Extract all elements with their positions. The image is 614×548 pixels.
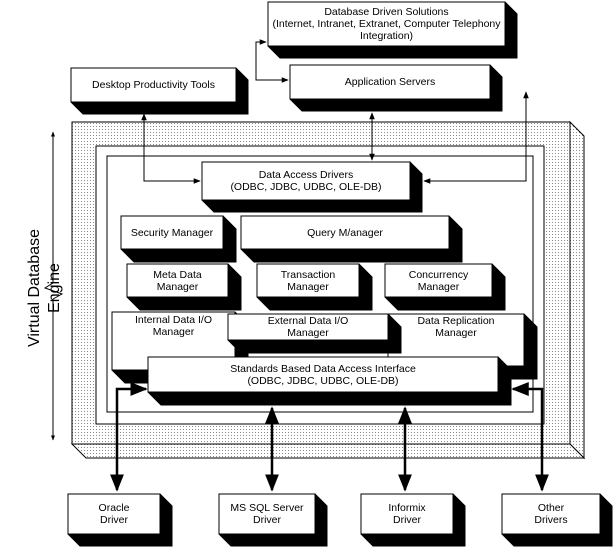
box-desktop-productivity-tools: Desktop Productivity Tools: [92, 79, 215, 91]
box-standards-based-interface: Standards Based Data Access Interface(OD…: [230, 362, 416, 387]
box-database-driven-solutions: Database Driven Solutions(Internet, Intr…: [272, 6, 501, 42]
box-data-access-drivers: Data Access Drivers(ODBC, JDBC, UDBC, OL…: [230, 169, 382, 193]
box-security-manager: Security Manager: [130, 226, 214, 239]
connectors: [110, 39, 549, 492]
box-query-manager: Query M/anager: [307, 226, 383, 239]
box-shapes: [67, 1, 613, 547]
box-application-servers: Application Servers: [344, 76, 436, 88]
engine-side-label: Virtual Database Engine: [26, 229, 63, 347]
engine-extent-marker: [43, 131, 64, 441]
